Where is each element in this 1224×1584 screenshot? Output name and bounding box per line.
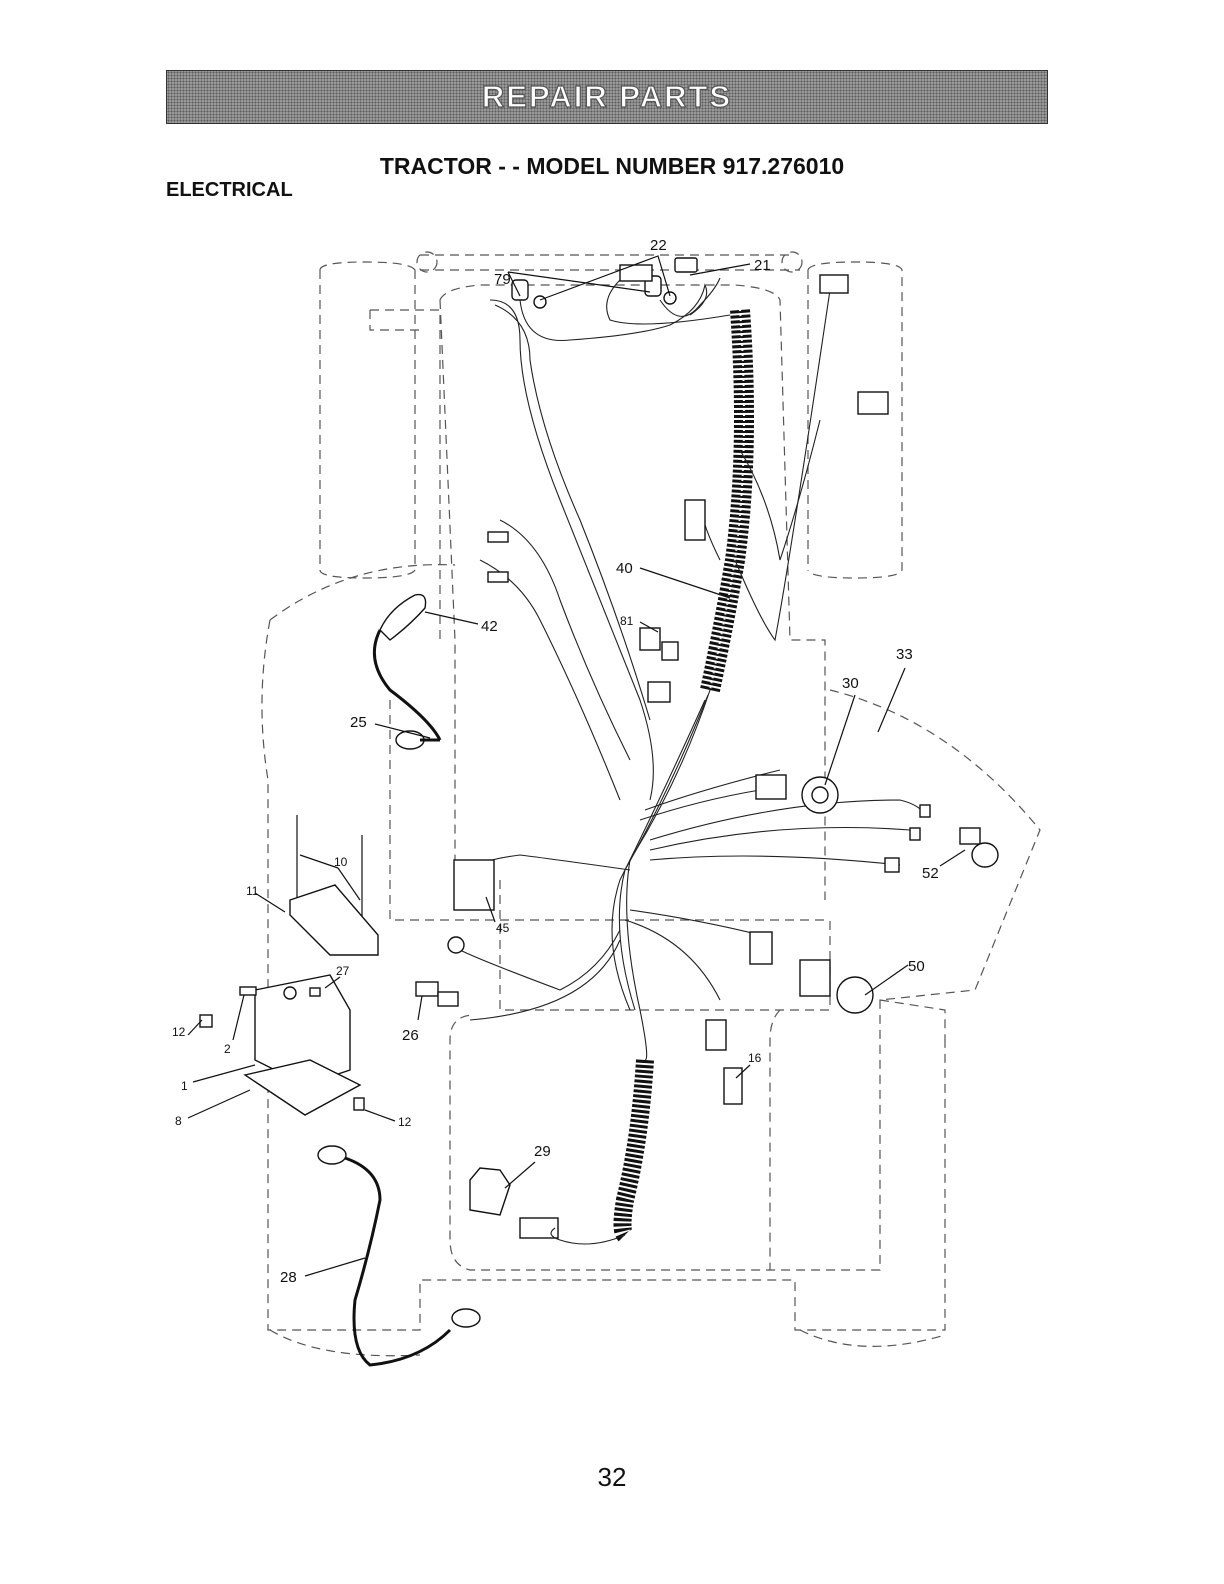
page-number: 32 — [597, 1462, 627, 1492]
callout-30: 30 — [842, 675, 859, 692]
callout-33: 33 — [896, 646, 913, 663]
components — [415, 274, 999, 1239]
tractor-outline — [261, 251, 1041, 1357]
callouts: 22 21 79 40 42 81 33 30 25 10 11 45 52 2… — [172, 237, 939, 1286]
callout-45: 45 — [496, 921, 510, 935]
callout-42: 42 — [481, 618, 498, 635]
callout-79: 79 — [494, 271, 511, 288]
model-title: TRACTOR - - MODEL NUMBER 917.276010 — [379, 153, 845, 179]
callout-1: 1 — [181, 1079, 188, 1093]
callout-21: 21 — [754, 257, 771, 274]
callout-12-left: 12 — [172, 1025, 186, 1039]
callout-26: 26 — [402, 1027, 419, 1044]
callout-11: 11 — [246, 884, 259, 898]
repair-parts-banner: REPAIR PARTS — [166, 70, 1048, 124]
callout-10: 10 — [334, 855, 348, 869]
section-label: ELECTRICAL — [166, 179, 293, 201]
callout-12-right: 12 — [398, 1115, 412, 1129]
callout-52: 52 — [922, 865, 939, 882]
callout-40: 40 — [616, 560, 633, 577]
callout-25: 25 — [350, 714, 367, 731]
battery-cable-top — [372, 593, 442, 750]
headlight-harness — [511, 257, 731, 342]
battery-cable-28 — [317, 1145, 481, 1367]
callout-16: 16 — [748, 1051, 762, 1065]
lower-harness-coil — [550, 1059, 654, 1245]
callout-8: 8 — [175, 1114, 182, 1128]
wire-bundle — [459, 289, 926, 1061]
callout-28: 28 — [280, 1269, 297, 1286]
main-harness-coil — [700, 309, 754, 693]
callout-50: 50 — [908, 958, 925, 975]
callout-27: 27 — [336, 964, 350, 978]
banner-text: REPAIR PARTS — [481, 78, 733, 114]
callout-2: 2 — [224, 1042, 231, 1056]
leader-lines — [187, 255, 966, 1277]
battery-assembly — [199, 815, 379, 1116]
callout-81: 81 — [620, 614, 634, 628]
callout-29: 29 — [534, 1143, 551, 1160]
callout-22: 22 — [650, 237, 667, 254]
